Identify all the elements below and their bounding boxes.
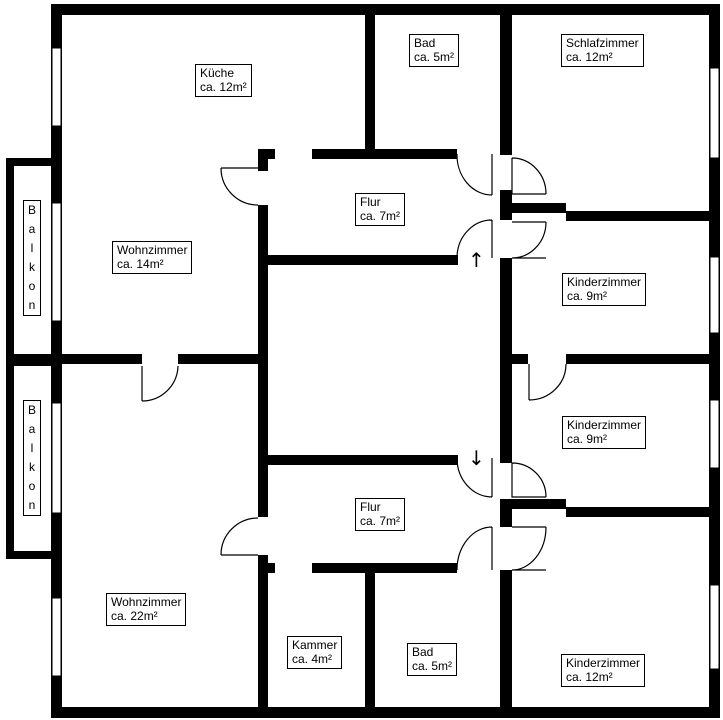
room-area: ca. 12m²	[566, 670, 613, 684]
room-area: ca. 12m²	[200, 80, 247, 94]
room-label-flur-top: Flur ca. 7m²	[355, 193, 406, 226]
room-label-kinderzimmer-2: Kinderzimmer ca. 9m²	[562, 416, 647, 449]
balkon-letter: l	[30, 441, 34, 455]
room-area: ca. 5m²	[414, 50, 455, 64]
room-area: ca. 9m²	[567, 432, 608, 446]
balkon-letter: a	[28, 422, 36, 436]
windows	[51, 47, 720, 677]
room-area: ca. 12m²	[566, 50, 613, 64]
room-label-bad-top: Bad ca. 5m²	[409, 34, 460, 67]
room-label-kinderzimmer-3: Kinderzimmer ca. 12m²	[561, 654, 646, 687]
room-name: Bad	[412, 645, 434, 659]
entrance-arrow-up-icon: ↑	[468, 248, 485, 272]
room-area: ca. 7m²	[360, 514, 401, 528]
room-name: Kammer	[292, 638, 338, 652]
room-name: Kinderzimmer	[566, 656, 641, 670]
balkon-letter: o	[28, 279, 36, 293]
doors	[141, 153, 567, 571]
room-label-kammer: Kammer ca. 4m²	[287, 636, 343, 669]
room-name: Küche	[200, 66, 235, 80]
balkon-label-top: B a l k o n	[23, 200, 41, 316]
room-area: ca. 7m²	[360, 209, 401, 223]
room-name: Wohnzimmer	[117, 243, 188, 257]
balkon-letter: o	[28, 479, 36, 493]
room-name: Flur	[360, 195, 381, 209]
room-name: Schlafzimmer	[566, 36, 639, 50]
room-label-schlafzimmer: Schlafzimmer ca. 12m²	[561, 34, 644, 67]
balkon-letter: l	[30, 241, 34, 255]
room-label-kinderzimmer-1: Kinderzimmer ca. 9m²	[562, 273, 647, 306]
interior-walls	[62, 15, 709, 707]
balkon-letter: k	[29, 460, 35, 474]
room-area: ca. 22m²	[111, 609, 158, 623]
room-label-wohnzimmer-bottom: Wohnzimmer ca. 22m²	[106, 593, 187, 626]
balcony-frames	[6, 158, 51, 559]
balkon-letter: B	[27, 403, 36, 417]
room-area: ca. 9m²	[567, 289, 608, 303]
room-name: Kinderzimmer	[567, 418, 642, 432]
balkon-letter: n	[28, 298, 36, 312]
balkon-letter: k	[29, 260, 35, 274]
balkon-letter: a	[28, 222, 36, 236]
room-name: Kinderzimmer	[567, 275, 642, 289]
room-label-bad-bottom: Bad ca. 5m²	[407, 643, 458, 676]
room-area: ca. 14m²	[117, 257, 164, 271]
balkon-letter: n	[28, 498, 36, 512]
room-label-kueche: Küche ca. 12m²	[195, 64, 252, 97]
room-label-flur-bottom: Flur ca. 7m²	[355, 498, 406, 531]
outer-walls	[51, 4, 720, 718]
room-area: ca. 5m²	[412, 659, 453, 673]
room-name: Wohnzimmer	[111, 595, 182, 609]
room-area: ca. 4m²	[292, 652, 333, 666]
entrance-arrow-down-icon: ↓	[468, 446, 485, 470]
room-label-wohnzimmer-top: Wohnzimmer ca. 14m²	[112, 241, 193, 274]
room-name: Bad	[414, 36, 436, 50]
balkon-letter: B	[27, 203, 36, 217]
room-name: Flur	[360, 500, 381, 514]
balkon-label-bottom: B a l k o n	[23, 400, 41, 516]
